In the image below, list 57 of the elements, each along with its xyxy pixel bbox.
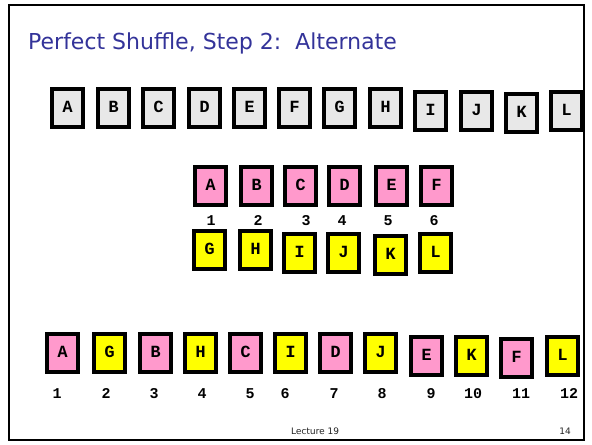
letter-card: K [373,234,408,276]
letter-card: B [96,87,131,129]
letter-card: A [193,165,228,207]
position-number: 3 [302,213,310,230]
letter-card: G [322,87,357,129]
letter-card: D [327,165,362,207]
letter-card: G [92,332,127,374]
position-number: 6 [430,213,438,230]
position-number: 4 [198,386,206,403]
letter-card: I [413,90,448,132]
position-number: 1 [52,386,62,403]
letter-card: F [419,165,454,207]
letter-card: E [232,87,267,129]
slide-title: Perfect Shuffle, Step 2: Alternate [28,30,397,55]
position-number: 5 [384,213,392,230]
position-number: 6 [280,386,290,403]
letter-card: H [183,332,218,374]
letter-card: B [239,165,274,207]
position-number: 8 [378,386,386,403]
position-number: 2 [102,386,110,403]
position-number: 10 [464,386,482,403]
letter-card: L [418,232,453,274]
page-number: 14 [559,427,571,437]
letter-card: B [138,332,173,374]
position-number: 5 [246,386,254,403]
position-number: 7 [330,386,338,403]
letter-card: J [363,332,398,374]
letter-card: J [459,90,494,132]
letter-card: K [454,335,489,377]
position-number: 2 [254,213,262,230]
letter-card: L [545,335,580,377]
footer-text: Lecture 19 [291,427,339,437]
letter-card: E [374,165,409,207]
letter-card: C [283,165,318,207]
letter-card: I [273,332,308,374]
letter-card: C [228,332,263,374]
letter-card: K [504,92,539,134]
position-number: 1 [206,213,216,230]
letter-card: H [368,87,403,129]
letter-card: F [499,337,534,379]
letter-card: G [192,229,227,271]
letter-card: D [318,332,353,374]
position-number: 4 [338,213,346,230]
position-number: 9 [426,386,436,403]
letter-card: D [187,87,222,129]
letter-card: I [282,232,317,274]
letter-card: F [277,87,312,129]
position-number: 12 [560,386,578,403]
letter-card: C [141,87,176,129]
letter-card: J [326,232,361,274]
letter-card: L [549,90,584,132]
letter-card: A [45,332,80,374]
letter-card: H [238,229,273,271]
position-number: 11 [512,386,530,403]
position-number: 3 [150,386,158,403]
letter-card: A [50,87,85,129]
letter-card: E [409,335,444,377]
